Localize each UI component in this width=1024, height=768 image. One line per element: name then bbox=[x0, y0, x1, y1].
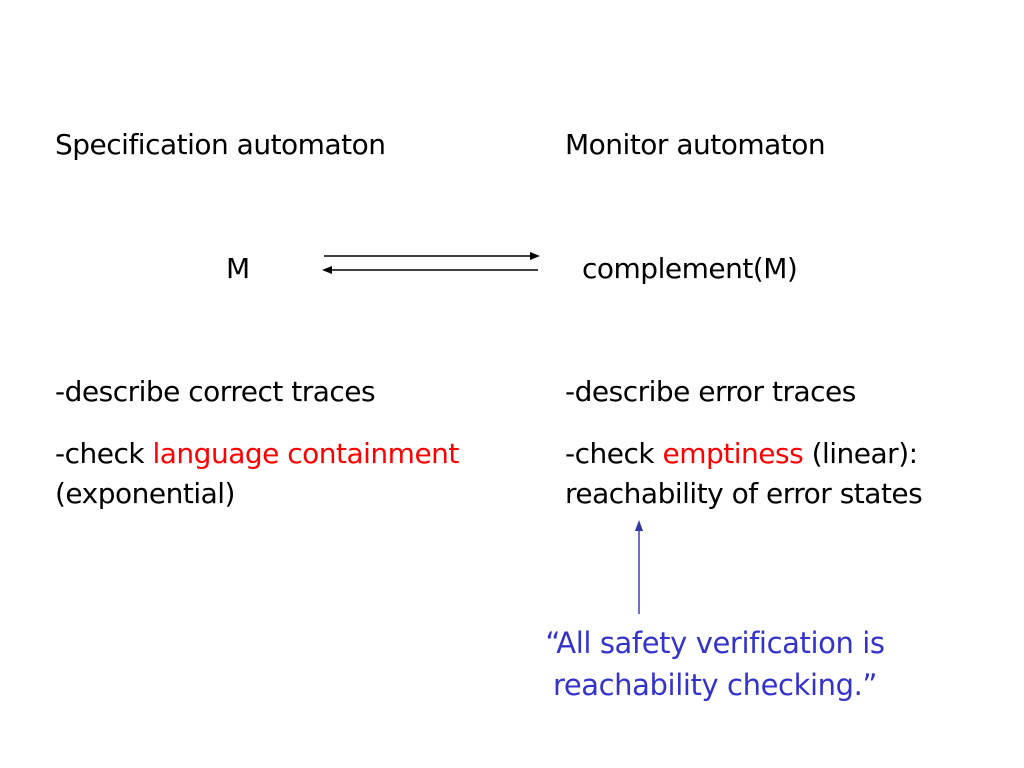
complement-m-label: complement(M) bbox=[582, 252, 798, 285]
describe-error-traces: -describe error traces bbox=[565, 375, 856, 408]
quote-line-1: “All safety verification is bbox=[545, 626, 885, 660]
reachability-of-error-states: reachability of error states bbox=[565, 477, 923, 510]
automaton-m-label: M bbox=[226, 252, 250, 285]
emptiness-highlight: emptiness bbox=[662, 437, 804, 470]
specification-automaton-heading: Specification automaton bbox=[55, 128, 386, 161]
check-prefix: -check bbox=[55, 437, 153, 470]
describe-correct-traces: -describe correct traces bbox=[55, 375, 376, 408]
safety-verification-quote: “All safety verification is reachability… bbox=[470, 622, 960, 706]
left-arrow bbox=[322, 266, 538, 274]
language-containment-highlight: language containment bbox=[152, 437, 459, 470]
monitor-automaton-heading: Monitor automaton bbox=[565, 128, 826, 161]
check-prefix: -check bbox=[565, 437, 663, 470]
check-emptiness: -check emptiness (linear): bbox=[565, 438, 918, 470]
exponential-note: (exponential) bbox=[55, 477, 235, 510]
right-arrow bbox=[324, 252, 540, 260]
linear-suffix: (linear): bbox=[803, 437, 919, 470]
check-language-containment: -check language containment bbox=[55, 438, 459, 470]
quote-line-2: reachability checking.” bbox=[552, 668, 878, 702]
up-arrow bbox=[635, 520, 643, 614]
